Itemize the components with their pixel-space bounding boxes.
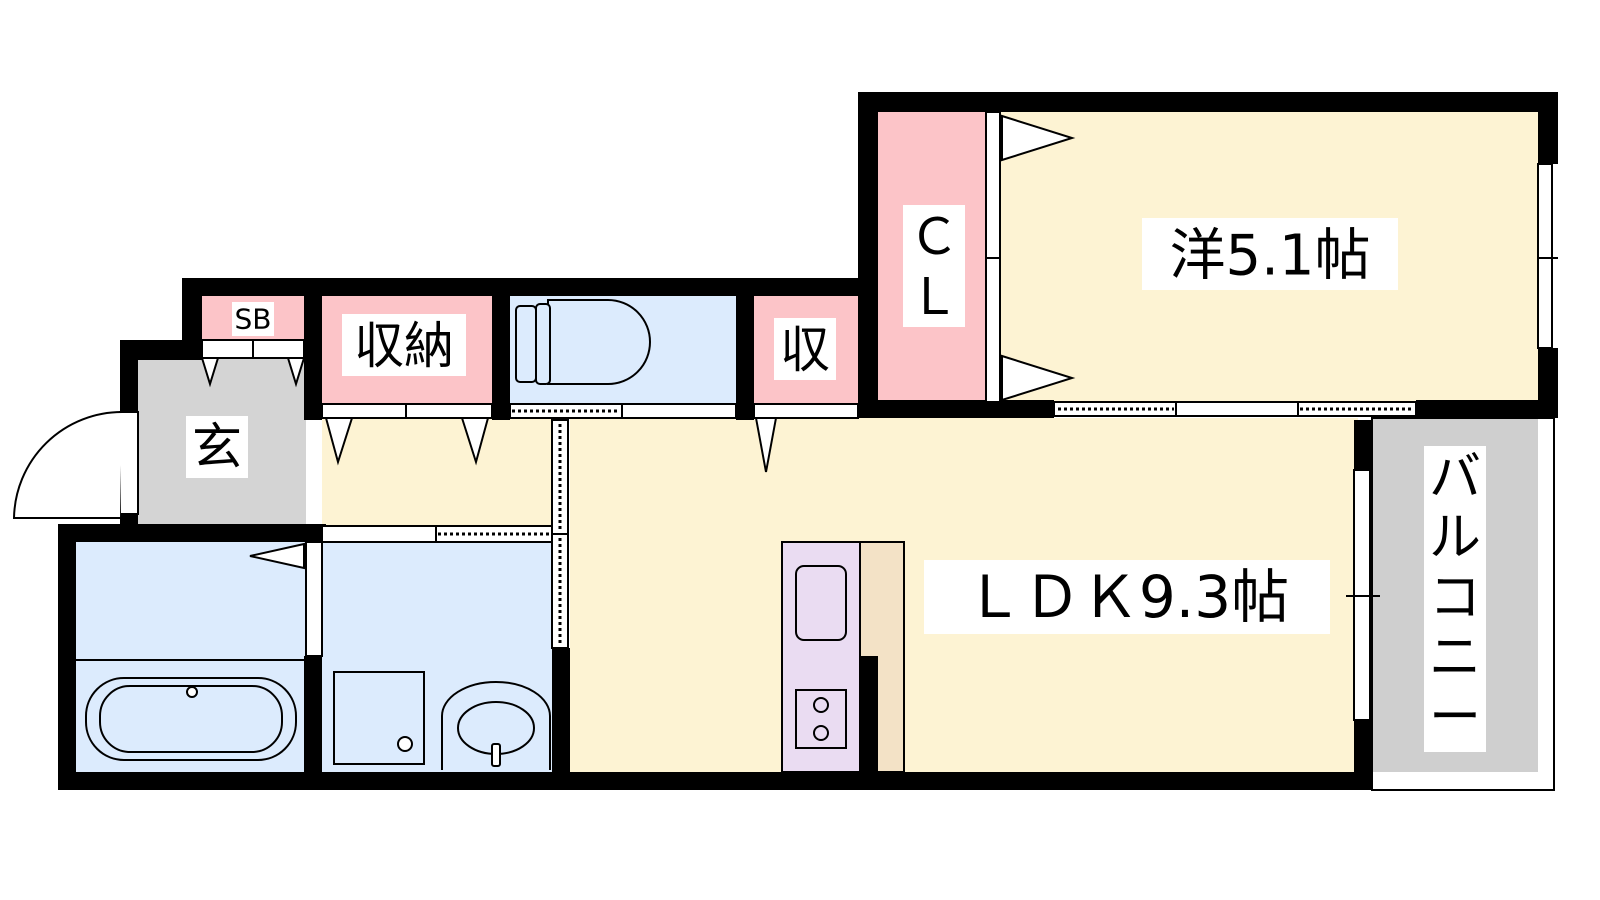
washing-machine-space: [333, 671, 425, 765]
bathtub: [85, 677, 297, 761]
entrance-label: 玄: [192, 418, 242, 476]
hallway-floor: [322, 418, 554, 526]
stove-burner: [813, 725, 829, 741]
western-room-label: 洋5.1帖: [1169, 224, 1370, 289]
toilet: [515, 299, 651, 385]
kitchen-sink: [795, 565, 847, 641]
balcony-label-char: ー: [1429, 688, 1481, 748]
balcony-label: バ ル コ ニ ー: [1429, 448, 1481, 748]
door-swings: [200, 114, 1076, 570]
entrance-door-swing: [12, 411, 123, 519]
sliding-track-dashes: [438, 407, 1414, 644]
closet-label-c: Ｃ: [909, 208, 959, 266]
storage-label: 収納: [354, 317, 454, 375]
opening-dividers: [252, 257, 1558, 597]
balcony-label-char: バ: [1429, 448, 1481, 508]
walls: [58, 92, 1558, 790]
washing-machine-drain: [397, 736, 413, 752]
label-backgrounds: [186, 205, 1486, 752]
stove-burner: [813, 697, 829, 713]
balcony-label-char: ニ: [1429, 628, 1481, 688]
closet-label-l: Ｌ: [909, 268, 959, 326]
balcony-label-char: ル: [1429, 508, 1481, 568]
kitchen-wall: [860, 656, 878, 772]
bathtub-drain: [186, 686, 198, 698]
balcony-label-char: コ: [1429, 568, 1481, 628]
shoe-box-label: SB: [235, 303, 272, 336]
ldk-label: ＬＤＫ9.3帖: [965, 563, 1289, 631]
bathtub-inner: [99, 685, 283, 753]
storage-small-label: 収: [780, 321, 830, 379]
wash-basin-faucet: [491, 743, 501, 767]
